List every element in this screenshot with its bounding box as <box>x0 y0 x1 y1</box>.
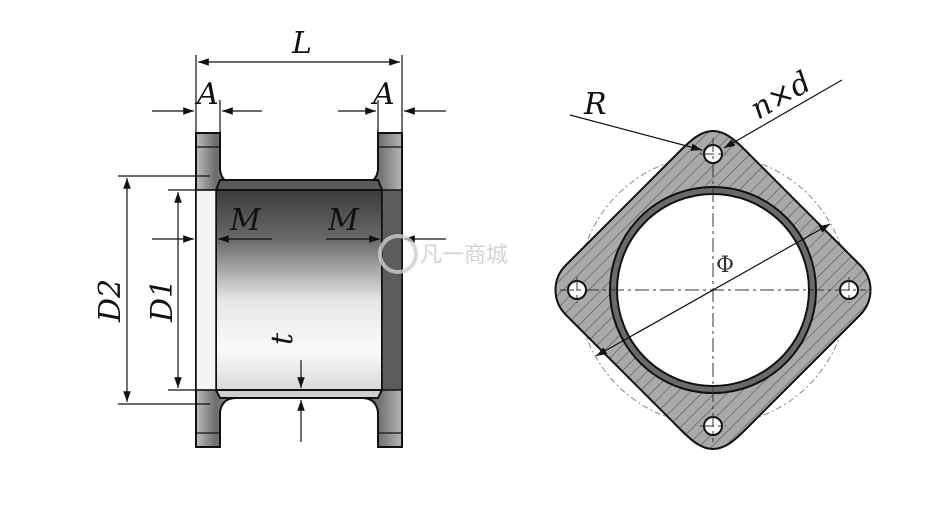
dim-label-M-right: M <box>327 203 360 238</box>
front-view: Φ R n×d <box>554 65 872 451</box>
dim-label-t: t <box>265 332 300 345</box>
dim-label-nxd: n×d <box>745 65 818 127</box>
pipe-body <box>215 189 383 391</box>
side-view: L A A M M D2 D1 t <box>93 26 446 448</box>
dim-label-M-left: M <box>229 203 262 238</box>
watermark: 凡一商城 <box>378 234 508 274</box>
dim-label-D2: D2 <box>93 279 128 323</box>
watermark-text: 凡一商城 <box>420 243 508 268</box>
dim-label-A-left: A <box>194 77 219 112</box>
dim-label-D1: D1 <box>145 279 180 323</box>
dim-label-R: R <box>583 87 607 122</box>
dim-label-A-right: A <box>370 77 395 112</box>
dim-label-phi: Φ <box>716 253 734 278</box>
dim-label-L: L <box>291 26 312 61</box>
